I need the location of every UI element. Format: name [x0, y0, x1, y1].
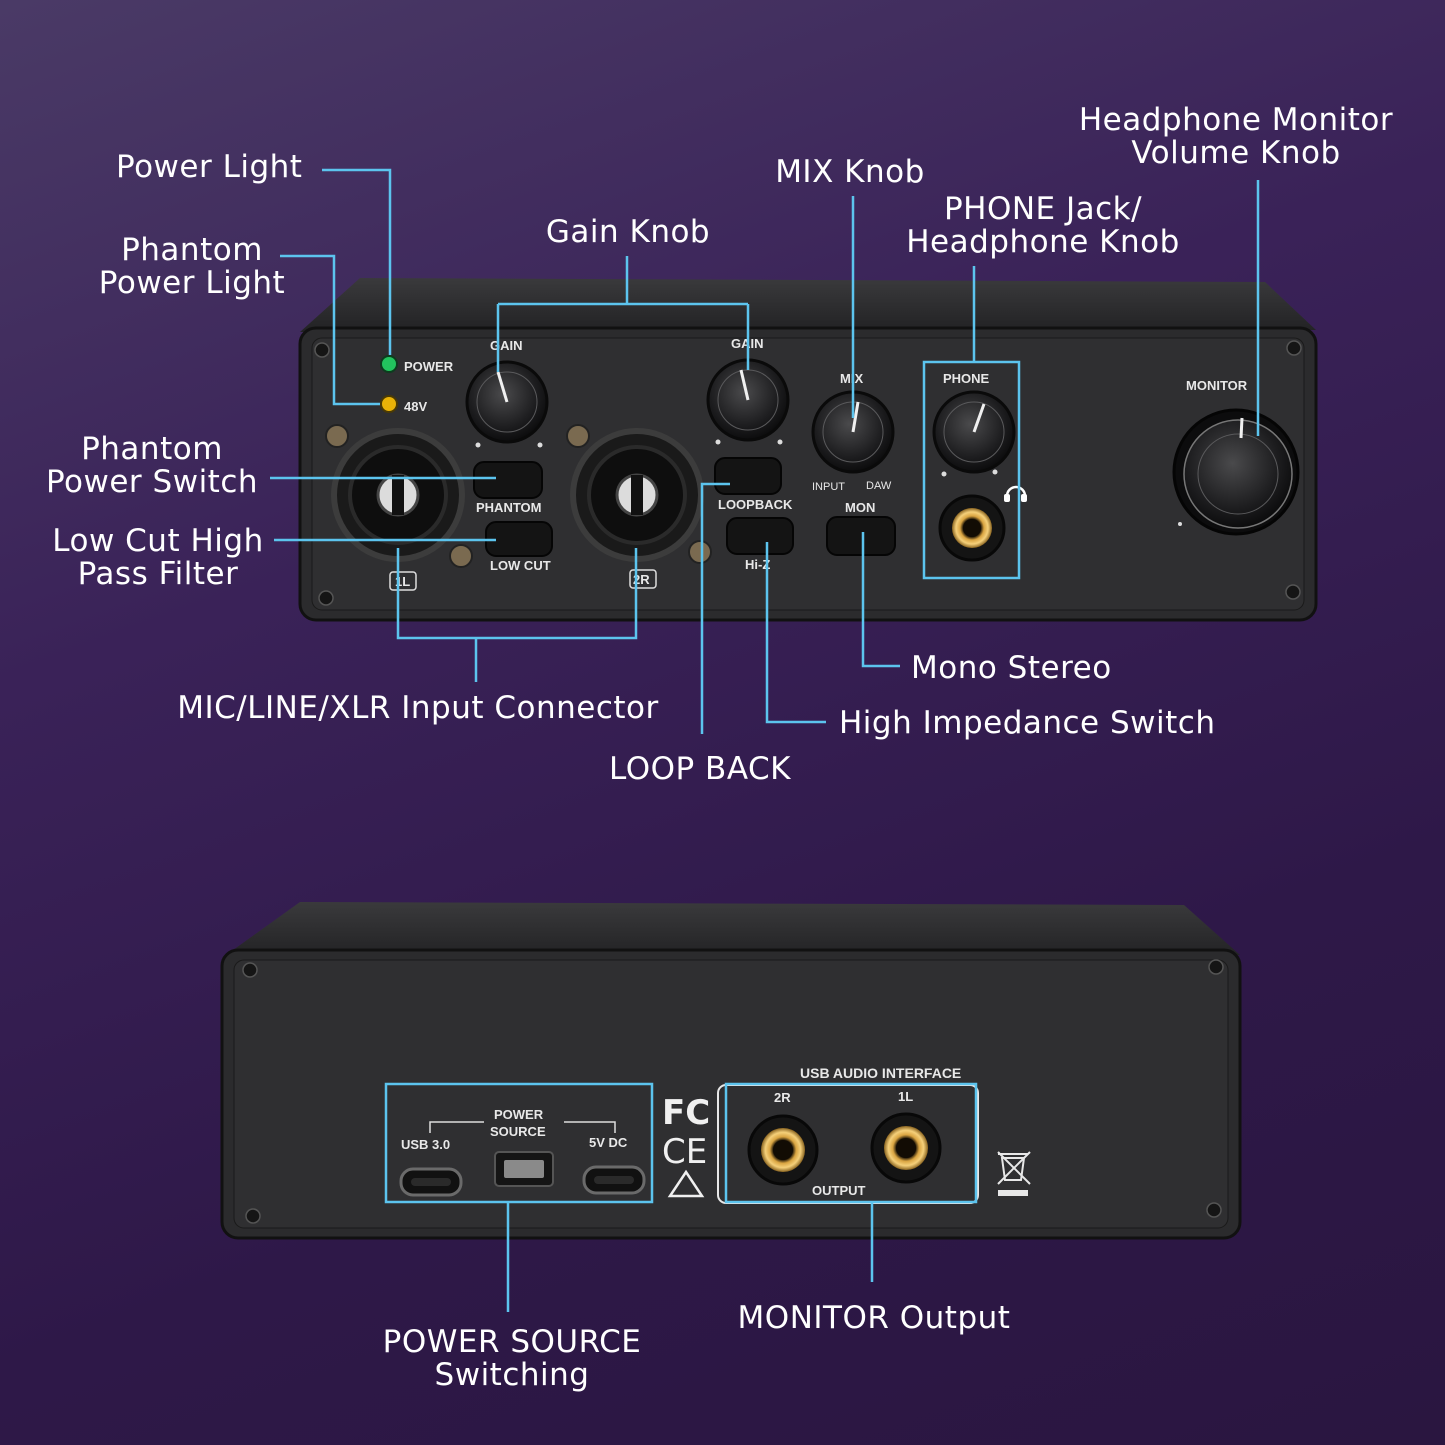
out-1l-label: 1L — [898, 1089, 913, 1104]
rear-device: POWER SOURCE USB 3.0 5V DC FC CE USB AUD… — [220, 902, 1242, 1240]
callout-low-cut-line2: Pass Filter — [78, 556, 239, 592]
phone-knob[interactable] — [932, 390, 1016, 474]
input-connector-2[interactable] — [566, 424, 712, 564]
phantom-led-icon — [380, 395, 398, 413]
power-source-label-line2: SOURCE — [490, 1124, 546, 1139]
usb30-label: USB 3.0 — [401, 1137, 450, 1152]
gain-label-1: GAIN — [490, 338, 523, 353]
5vdc-label: 5V DC — [589, 1135, 628, 1150]
callout-input-connector: MIC/LINE/XLR Input Connector — [177, 690, 659, 726]
hiz-label: Hi-Z — [745, 557, 770, 572]
screw-icon — [1206, 1202, 1222, 1218]
screw-icon — [688, 540, 712, 564]
callout-monitor-output: MONITOR Output — [738, 1300, 1011, 1336]
mix-label: MIX — [840, 371, 863, 386]
mon-switch[interactable] — [826, 516, 896, 556]
out-2r-label: 2R — [774, 1090, 791, 1105]
rcm-mark-icon — [667, 1169, 705, 1198]
phone-label: PHONE — [943, 371, 990, 386]
loopback-label: LOOPBACK — [718, 497, 793, 512]
loopback-switch[interactable] — [714, 457, 782, 495]
power-source-label-line1: POWER — [494, 1107, 544, 1122]
callout-power-light: Power Light — [116, 149, 302, 185]
monitor-knob[interactable] — [1172, 408, 1300, 536]
phone-section-highlight — [922, 360, 1021, 580]
screw-icon — [566, 424, 590, 448]
weee-bin-icon — [997, 1151, 1031, 1196]
fc-mark-icon: FC — [662, 1093, 710, 1133]
callout-loop-back: LOOP BACK — [609, 751, 791, 787]
callout-gain-knob: Gain Knob — [546, 214, 710, 250]
callout-power-source-line1: POWER SOURCE — [383, 1324, 642, 1360]
screw-icon — [1285, 584, 1301, 600]
front-device: POWER 48V 1L 2R GAIN — [298, 278, 1318, 622]
callout-low-cut-line1: Low Cut High — [52, 523, 263, 559]
phantom-label: PHANTOM — [476, 500, 541, 515]
callout-phantom-power-light-line1: Phantom — [121, 232, 263, 268]
ch2-label: 2R — [633, 572, 650, 587]
callout-phone-jack-line2: Headphone Knob — [906, 224, 1180, 260]
headphone-jack[interactable] — [938, 494, 1006, 562]
callout-phantom-power-light-line2: Power Light — [99, 265, 285, 301]
callout-phone-jack-line1: PHONE Jack/ — [944, 191, 1142, 227]
48v-label: 48V — [404, 399, 427, 414]
callout-phantom-switch-line1: Phantom — [81, 431, 223, 467]
screw-icon — [1286, 340, 1302, 356]
callout-mono-stereo: Mono Stereo — [911, 650, 1112, 686]
phantom-switch[interactable] — [473, 461, 543, 499]
screw-icon — [314, 342, 330, 358]
output-jack-2r[interactable] — [747, 1114, 819, 1186]
callout-power-source-line2: Switching — [435, 1357, 590, 1393]
ce-mark-icon: CE — [662, 1132, 707, 1172]
callout-phantom-switch-line2: Power Switch — [46, 464, 258, 500]
input-connector-1[interactable] — [325, 424, 473, 568]
front-leader-lines — [270, 168, 1260, 734]
output-label: OUTPUT — [812, 1183, 866, 1198]
monitor-output-highlight — [724, 1082, 978, 1204]
callout-high-impedance: High Impedance Switch — [839, 705, 1215, 741]
daw-label: DAW — [866, 480, 892, 492]
screw-icon — [325, 424, 349, 448]
power-label: POWER — [404, 359, 454, 374]
callout-headphone-monitor-line2: Volume Knob — [1131, 135, 1340, 171]
gain-knob-1[interactable] — [465, 360, 549, 444]
screw-icon — [318, 590, 334, 606]
callout-headphone-monitor-line1: Headphone Monitor — [1079, 102, 1393, 138]
hiz-switch[interactable] — [726, 517, 794, 555]
screw-icon — [1208, 959, 1224, 975]
power-source-highlight — [384, 1082, 654, 1204]
screw-icon — [242, 962, 258, 978]
mon-label: MON — [845, 500, 875, 515]
usb-audio-interface-label: USB AUDIO INTERFACE — [800, 1065, 961, 1081]
low-cut-label: LOW CUT — [490, 558, 551, 573]
gain-knob-2[interactable] — [706, 358, 790, 442]
output-jack-1l[interactable] — [870, 1112, 942, 1184]
monitor-label: MONITOR — [1186, 378, 1248, 393]
power-led-icon — [380, 355, 398, 373]
screw-icon — [449, 544, 473, 568]
screw-icon — [245, 1208, 261, 1224]
input-label: INPUT — [812, 481, 845, 493]
callout-mix-knob: MIX Knob — [775, 154, 925, 190]
